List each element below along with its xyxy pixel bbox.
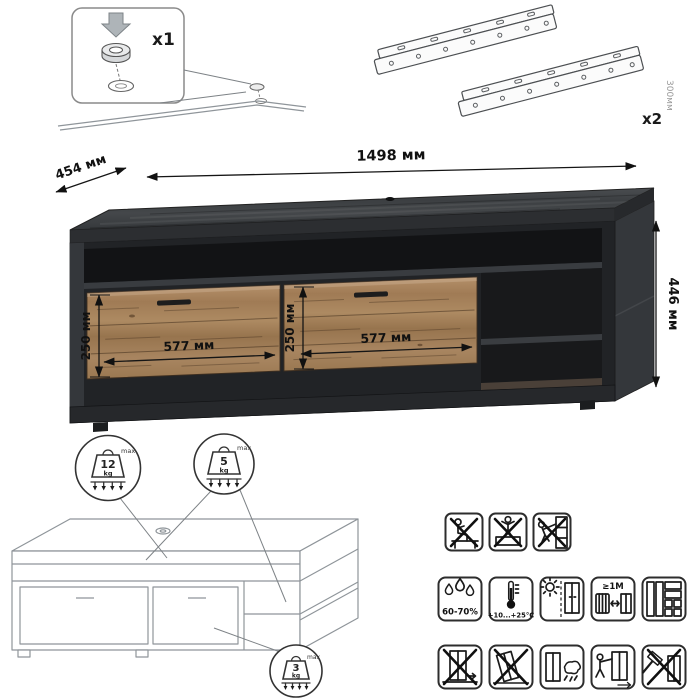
no-climbing-icon (532, 512, 572, 552)
no-dragging-icon (437, 644, 483, 690)
cable-hole-sketch (155, 527, 171, 535)
base-plinth (69, 384, 616, 424)
load-top-max-label: max (121, 447, 135, 455)
distributed-load-arrows-icon (208, 478, 240, 488)
load-drawer-value: 3 (293, 663, 300, 674)
load-callout-drawer: max 3 kg (269, 644, 323, 698)
left-side-edge (70, 242, 84, 423)
load-top-unit: kg (104, 470, 113, 478)
cable-hole (385, 197, 395, 201)
foot-location-sketch (57, 69, 307, 131)
foot-left (93, 422, 108, 432)
width-dimension-label: 1498 мм (356, 147, 425, 165)
load-shelf-value: 5 (220, 455, 228, 468)
depth-dimension-label: 454 мм (53, 152, 108, 183)
drawer-left-height-label: 250 мм (79, 312, 93, 361)
humidity-range-label: 60-70% (442, 608, 478, 618)
distributed-load-arrows-icon (283, 682, 309, 690)
flat-pack-icon (641, 576, 687, 622)
top-panel-right-edge (615, 188, 654, 221)
slide-length-label: 300мм (664, 80, 674, 111)
sunlight-icon (539, 576, 585, 622)
drawer-handle (353, 291, 388, 298)
temperature-range-label: +10...+25°C (488, 612, 534, 620)
load-drawer-unit: kg (292, 673, 300, 680)
right-open-compartment (481, 268, 602, 390)
care-icons-grid: 60-70% +10...+25°C ≥1M (437, 512, 687, 690)
foot-right (580, 400, 595, 410)
press-down-arrow-icon (100, 12, 132, 38)
temperature-icon: +10...+25°C (488, 576, 534, 622)
load-shelf-unit: kg (220, 467, 229, 475)
dimension-annotations: 1498 мм 454 мм 446 мм 250 мм 250 мм 577 … (53, 147, 680, 388)
no-sitting-icon (444, 512, 484, 552)
drawer-slide-icon (373, 4, 558, 75)
load-callout-top-surface: max 12 kg (74, 434, 142, 502)
open-niche (84, 228, 602, 283)
drawer-slide-icon (457, 45, 644, 117)
tv-stand-isometric (69, 187, 655, 432)
drawer-right (283, 276, 478, 372)
drawer-slides-detail: x2 300мм (373, 4, 674, 128)
foot-qty-label: x1 (152, 30, 175, 50)
assisted-move-icon (590, 644, 636, 690)
damp-cloth-icon (539, 644, 585, 690)
heat-distance-label: ≥1M (602, 582, 624, 592)
drawer-left (86, 284, 281, 380)
distributed-load-arrows-icon (92, 481, 124, 491)
foot-hardware-detail: x1 (57, 7, 307, 131)
height-dimension-label: 446 мм (665, 278, 680, 331)
load-shelf-max-label: max (237, 444, 251, 452)
humidity-icon: 60-70% (437, 576, 483, 622)
slide-qty-label: x2 (642, 110, 662, 128)
furniture-glide-icon (101, 42, 135, 93)
drawer-right-width-label: 577 мм (360, 329, 411, 346)
no-tilting-icon (488, 644, 534, 690)
load-placement-sketch: max 12 kg max 5 kg (11, 433, 359, 698)
niche-shelf-edge (84, 262, 602, 289)
side-panel (614, 200, 655, 402)
no-hammer-icon (641, 644, 687, 690)
load-top-value: 12 (100, 458, 115, 471)
load-drawer-max-label: max (307, 654, 321, 661)
no-standing-icon (488, 512, 528, 552)
drawer-right-height-label: 250 мм (283, 304, 297, 353)
heat-distance-icon: ≥1M (590, 576, 636, 622)
load-callout-shelf: max 5 kg (193, 433, 255, 495)
drawer-left-width-label: 577 мм (163, 337, 214, 354)
drawer-handle (156, 299, 191, 306)
right-middle-shelf (481, 334, 602, 345)
